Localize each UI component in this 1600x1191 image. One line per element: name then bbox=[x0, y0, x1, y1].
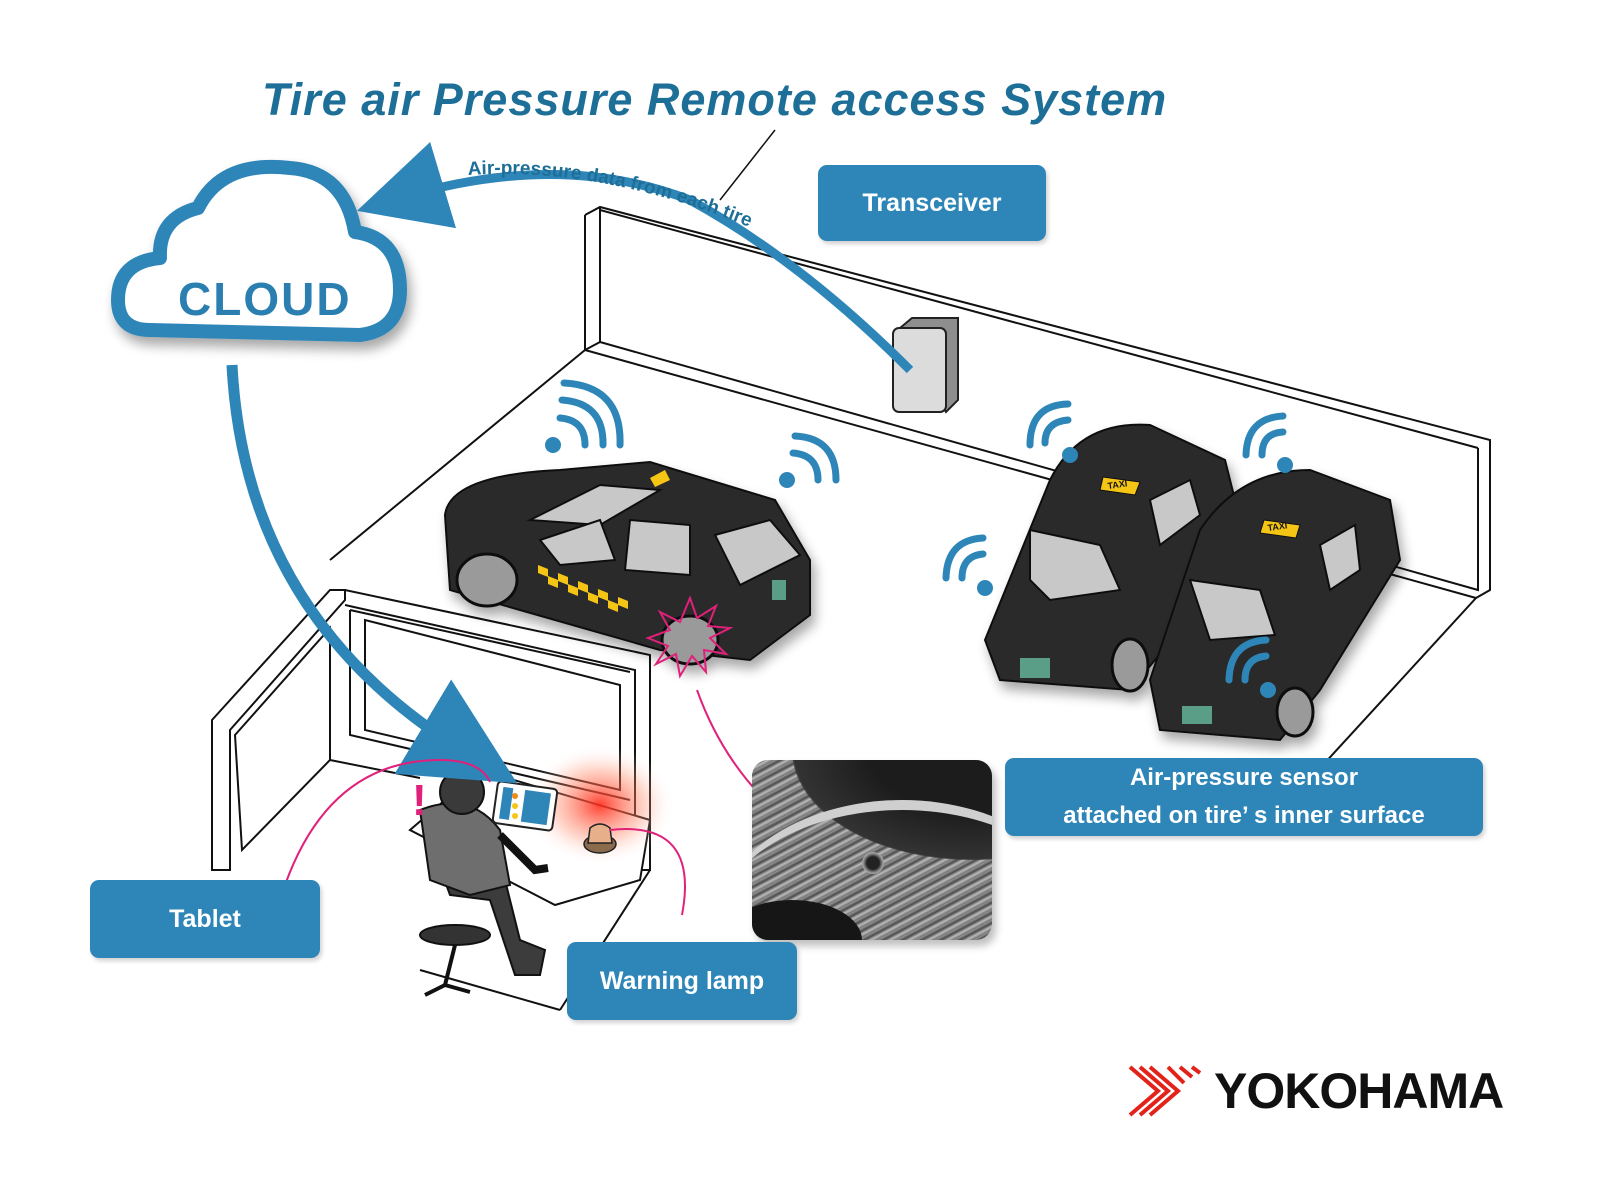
page-title: Tire air Pressure Remote access System bbox=[262, 74, 1168, 125]
warning-glow bbox=[525, 745, 675, 865]
cloud-icon bbox=[111, 159, 407, 342]
tire-alert-burst bbox=[645, 595, 734, 679]
taxi-car-alert bbox=[443, 460, 811, 666]
sensor-bolt-icon bbox=[862, 852, 884, 874]
operator-person bbox=[418, 769, 549, 997]
alert-mark: ! bbox=[412, 776, 427, 825]
wifi-signal-icon bbox=[545, 379, 1293, 698]
tablet-label: Tablet bbox=[90, 880, 320, 958]
transceiver-device bbox=[892, 317, 959, 414]
cloud-label: CLOUD bbox=[178, 273, 352, 325]
taxi-sign-text: TAXI bbox=[1267, 520, 1288, 533]
tablet-device bbox=[491, 780, 559, 832]
taxi-sign-text: TAXI bbox=[1107, 478, 1128, 491]
yokohama-logo: YOKOHAMA bbox=[1128, 1062, 1504, 1120]
warning-lamp-label: Warning lamp bbox=[567, 942, 797, 1020]
sensor-label-line1: Air-pressure sensor bbox=[1129, 764, 1359, 791]
taxi-car-right-2 bbox=[1148, 468, 1402, 742]
data-arrow-to-cloud bbox=[356, 141, 914, 374]
sensor-photo bbox=[752, 760, 992, 940]
warning-lamp bbox=[583, 823, 617, 854]
sensor-label-line2: attached on tire’ s inner surface bbox=[1063, 802, 1425, 829]
brand-name: YOKOHAMA bbox=[1214, 1063, 1504, 1119]
yokohama-chevron-icon bbox=[1128, 1065, 1202, 1117]
transceiver-label: Transceiver bbox=[818, 165, 1046, 241]
sensor-label: Air-pressure sensor attached on tire’ s … bbox=[1005, 758, 1483, 836]
data-arrow-to-tablet bbox=[226, 364, 518, 784]
